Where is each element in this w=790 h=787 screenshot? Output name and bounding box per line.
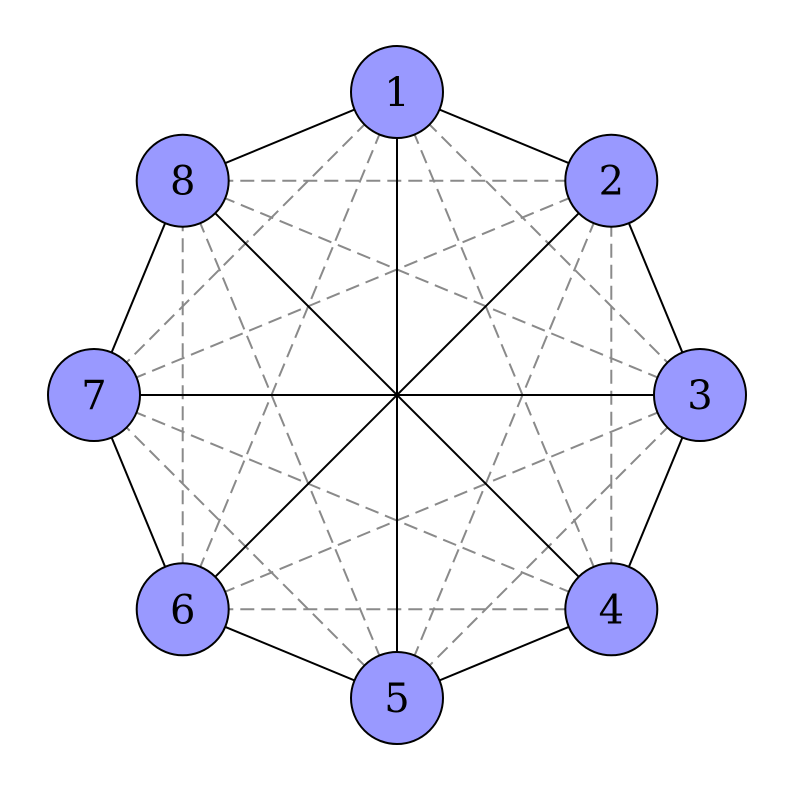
node-3: 3 [653,348,747,442]
node-1: 1 [350,45,444,139]
node-circle [135,133,230,228]
node-label: 1 [384,70,409,116]
node-label: 8 [170,159,195,205]
node-5: 5 [350,651,444,745]
node-circle [564,133,659,228]
dashed-edge-4-7 [93,394,612,611]
node-circle [350,45,444,139]
node-label: 6 [170,587,195,633]
node-circle [47,348,141,442]
node-circle [564,562,659,657]
node-label: 3 [687,373,712,419]
dashed-edge-1-6 [181,91,398,610]
dashed-edge-2-7 [93,179,612,396]
dashed-edge-5-8 [181,180,398,699]
node-circle [350,651,444,745]
node-circle [653,348,747,442]
node-label: 7 [81,373,106,419]
nodes-group: 1 2 3 4 5 6 7 8 [47,45,747,745]
node-label: 4 [599,587,624,633]
dashed-edge-1-4 [396,91,613,610]
dashed-edge-3-8 [182,179,701,396]
node-8: 8 [135,133,230,228]
node-6: 6 [135,562,230,657]
node-circle [135,562,230,657]
solid-edge-4-8 [181,179,613,611]
node-2: 2 [564,133,659,228]
node-label: 5 [384,676,409,722]
dashed-edge-2-5 [396,180,613,699]
node-7: 7 [47,348,141,442]
node-4: 4 [564,562,659,657]
dashed-edge-3-6 [182,394,701,611]
node-label: 2 [599,159,624,205]
